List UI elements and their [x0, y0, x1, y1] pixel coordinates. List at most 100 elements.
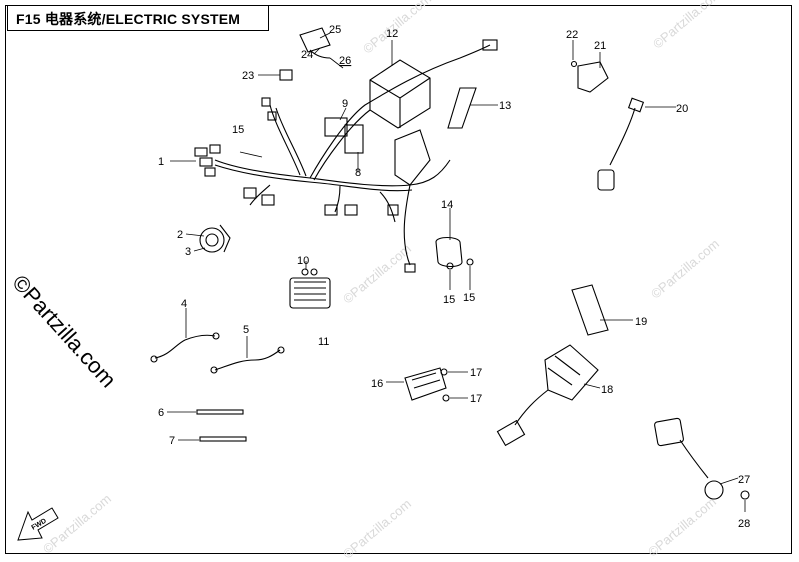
ecu: [404, 367, 447, 401]
cable-terminal: [210, 366, 218, 374]
harness-connector: [194, 147, 208, 157]
cable-tie: [199, 436, 247, 442]
fwd-arrow: FWD: [17, 507, 59, 541]
page-title: F15 电器系统/ELECTRIC SYSTEM: [16, 11, 241, 27]
harness-connector: [344, 204, 358, 216]
regulator-bolt: [310, 268, 318, 276]
callout-number: 26: [339, 55, 351, 67]
title-box: [7, 5, 269, 31]
fuse-block-bracket: [394, 129, 431, 186]
bolt: [570, 60, 578, 68]
small-relay: [279, 69, 293, 81]
horn-bracket: [219, 224, 231, 253]
callout-number: 24: [301, 49, 313, 61]
ignition-lead: [609, 107, 636, 166]
callout-number: 22: [566, 29, 578, 41]
regulator-fins: [294, 281, 326, 301]
relay-box: [369, 59, 431, 129]
callout-number: 7: [169, 435, 175, 447]
washer: [740, 490, 750, 500]
connector-wire: [679, 439, 709, 479]
callout-number: 28: [738, 518, 750, 530]
harness-connector: [261, 97, 271, 107]
ground-cable: [154, 334, 216, 359]
callout-number: 13: [499, 100, 511, 112]
callout-number: 9: [342, 98, 348, 110]
harness-connector: [204, 167, 216, 177]
callout-number: 6: [158, 407, 164, 419]
bolt: [440, 368, 448, 376]
leader-lines: [167, 32, 746, 512]
control-unit: [544, 344, 599, 401]
cable-terminal: [150, 355, 158, 363]
callout-number: 21: [594, 40, 606, 52]
callout-number: 1: [158, 156, 164, 168]
callout-number: 17: [470, 367, 482, 379]
callout-number: 8: [355, 167, 361, 179]
callout-number: 5: [243, 324, 249, 336]
callout-number: 12: [386, 28, 398, 40]
callout-labels: 1 2 3 4 5 6 7 8 9 10 11 12 13 14 15 15 1…: [158, 24, 750, 530]
main-harness-trunk: [214, 164, 413, 192]
harness-connector: [243, 187, 257, 199]
callout-number: 19: [635, 316, 647, 328]
diagram-frame: [5, 5, 792, 554]
control-unit-wire: [514, 389, 549, 426]
callout-number: 27: [738, 474, 750, 486]
regulator: [289, 277, 331, 309]
callout-number: 3: [185, 246, 191, 258]
callout-number: 15: [463, 292, 475, 304]
callout-number: 23: [242, 70, 254, 82]
position-sensor: [577, 61, 609, 93]
battery-cable: [214, 349, 281, 371]
relay-box-edges: [369, 77, 431, 128]
connector-boot: [704, 480, 724, 500]
strap: [447, 87, 477, 129]
harness-connector: [209, 144, 221, 154]
harness-branch-lower: [334, 185, 341, 213]
harness-branch-upper: [313, 109, 371, 181]
callout-number: 17: [470, 393, 482, 405]
callout-number: 16: [371, 378, 383, 390]
cable-tie: [196, 409, 244, 415]
harness-connector: [482, 39, 498, 51]
harness-branch-upper: [309, 44, 491, 179]
cable-terminal: [277, 346, 285, 354]
bolt: [466, 258, 474, 266]
horn-center: [205, 233, 219, 247]
callout-number: 20: [676, 103, 688, 115]
callout-number: 10: [297, 255, 309, 267]
control-unit-detail: [547, 355, 581, 386]
callout-number: 15: [443, 294, 455, 306]
fuse-block: [324, 117, 348, 137]
fuse-block: [344, 124, 364, 154]
bolt: [446, 262, 454, 270]
label-card: [571, 284, 609, 336]
cable-terminal: [212, 332, 220, 340]
harness-branch: [269, 104, 301, 176]
harness-connector: [261, 194, 275, 206]
harness-connector: [324, 204, 338, 216]
harness-branch-left: [249, 184, 271, 206]
plug-cap: [627, 97, 645, 113]
callout-number: 14: [441, 199, 453, 211]
harness-connector: [387, 204, 399, 216]
control-unit-connector: [496, 419, 526, 447]
harness-branch: [275, 107, 307, 177]
callout-number: 2: [177, 229, 183, 241]
harness-branch-lower: [403, 184, 411, 266]
harness-connector: [404, 263, 416, 273]
callout-number: 25: [329, 24, 341, 36]
horn: [199, 227, 225, 253]
harness-connector: [199, 157, 213, 167]
bolt: [442, 394, 450, 402]
fuse-holder-wire: [309, 49, 331, 59]
callout-number: 15: [232, 124, 244, 136]
callout-number: 11: [318, 336, 329, 348]
regulator-bolt: [301, 268, 309, 276]
callout-number: 18: [601, 384, 613, 396]
harness-connector: [267, 111, 277, 121]
fuse-holder: [299, 27, 331, 53]
